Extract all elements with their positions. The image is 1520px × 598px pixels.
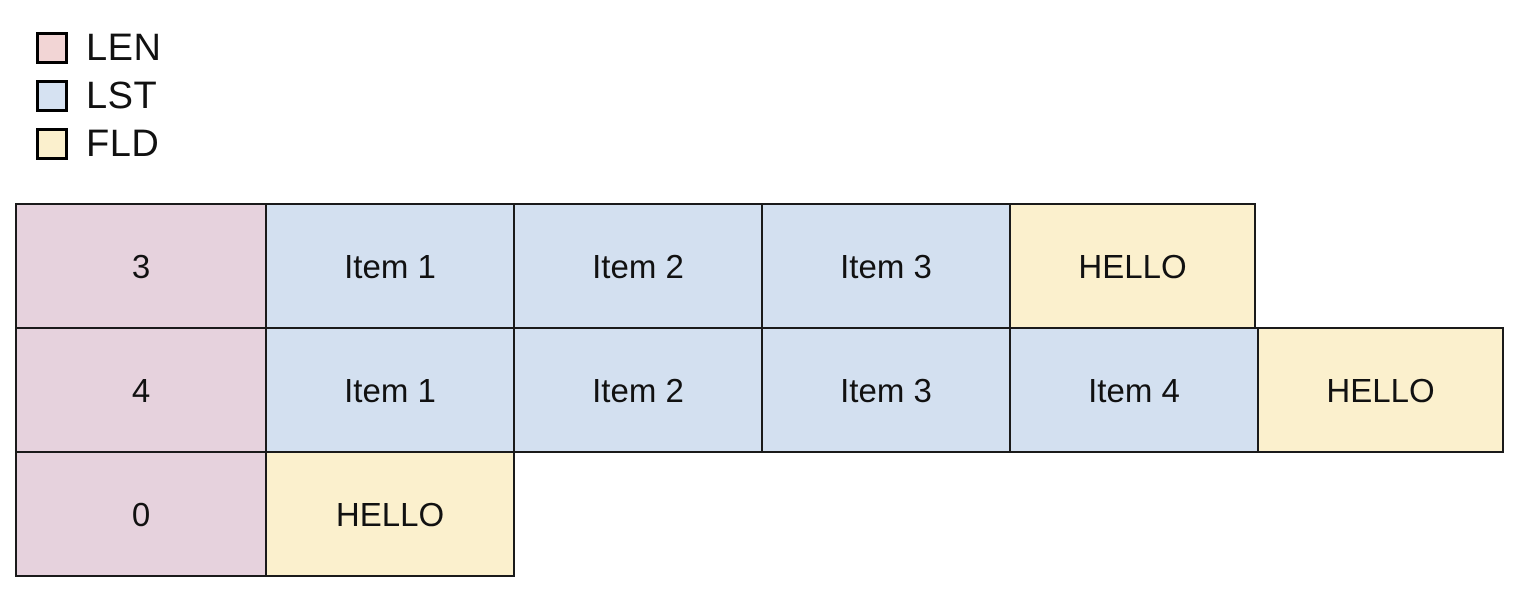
table-cell-fld: HELLO <box>265 451 515 577</box>
square-swatch-icon <box>36 80 68 112</box>
table-cell-item: Item 1 <box>265 203 515 329</box>
table-cell-len: 3 <box>15 203 267 329</box>
table-cell-item: Item 2 <box>513 327 763 453</box>
table-row: 0 HELLO <box>15 451 1502 577</box>
square-swatch-icon <box>36 32 68 64</box>
legend-item-fld: FLD <box>36 120 436 168</box>
table-cell-len: 0 <box>15 451 267 577</box>
table-cell-item: Item 2 <box>513 203 763 329</box>
legend-item-label: FLD <box>86 123 160 165</box>
table-cell-fld: HELLO <box>1257 327 1504 453</box>
square-swatch-icon <box>36 128 68 160</box>
table-cell-fld: HELLO <box>1009 203 1256 329</box>
legend-item-lst: LST <box>36 72 436 120</box>
legend-item-label: LST <box>86 75 158 117</box>
table-cell-item: Item 1 <box>265 327 515 453</box>
table-cell-len: 4 <box>15 327 267 453</box>
legend-item-len: LEN <box>36 24 436 72</box>
table-cell-item: Item 3 <box>761 203 1011 329</box>
table-row: 4 Item 1 Item 2 Item 3 Item 4 HELLO <box>15 327 1504 453</box>
table-cell-item: Item 4 <box>1009 327 1259 453</box>
table-row: 3 Item 1 Item 2 Item 3 HELLO <box>15 203 1502 329</box>
legend: LEN LST FLD <box>36 24 436 168</box>
memory-layout-table: 3 Item 1 Item 2 Item 3 HELLO 4 Item 1 It… <box>15 203 1504 577</box>
table-cell-item: Item 3 <box>761 327 1011 453</box>
legend-item-label: LEN <box>86 27 162 69</box>
